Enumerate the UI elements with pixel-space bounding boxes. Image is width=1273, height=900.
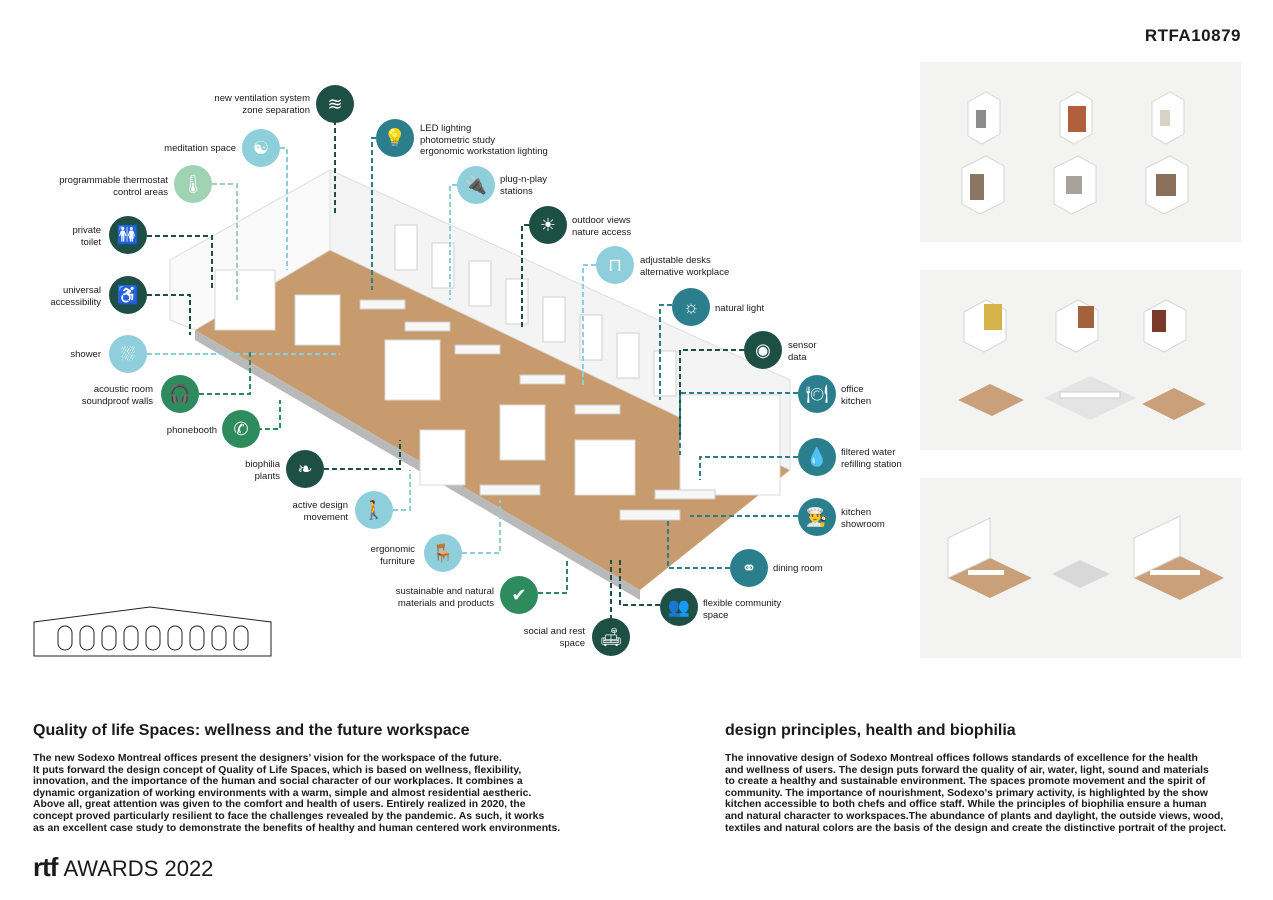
label-biophilia: biophilia plants xyxy=(245,459,280,482)
walking-icon: 🚶 xyxy=(355,491,393,529)
elevation-sketch xyxy=(33,606,272,657)
heart-check-icon: ✔ xyxy=(500,576,538,614)
water-drop-icon: 💧 xyxy=(798,438,836,476)
label-shower: shower xyxy=(70,349,101,360)
leaf-icon: ❧ xyxy=(286,450,324,488)
render-panel-private-rooms xyxy=(920,62,1241,242)
label-thermostat: programmable thermostat control areas xyxy=(59,175,168,198)
landscape-icon: ☀ xyxy=(529,206,567,244)
bulb-icon: 💡 xyxy=(376,119,414,157)
phone-icon: ✆ xyxy=(222,410,260,448)
label-acoustic: acoustic room soundproof walls xyxy=(81,384,153,407)
label-meditation: meditation space xyxy=(164,143,236,154)
label-outdoor: outdoor views nature access xyxy=(572,215,632,238)
logo-mark: rtf xyxy=(33,852,58,882)
label-water: filtered water refilling station xyxy=(841,447,902,470)
thermometer-icon: 🌡 xyxy=(174,165,212,203)
awards-logo: rtf AWARDS 2022 xyxy=(33,852,213,883)
meditation-icon: ☯ xyxy=(242,129,280,167)
shower-icon: ⛆ xyxy=(109,335,147,373)
section-title-left: Quality of life Spaces: wellness and the… xyxy=(33,722,470,739)
render-panel-work-areas xyxy=(920,478,1241,658)
chair-icon: 🪑 xyxy=(424,534,462,572)
section-title-right: design principles, health and biophilia xyxy=(725,722,1016,739)
render-panel-common-rooms xyxy=(920,270,1241,450)
wind-icon: ≋ xyxy=(316,85,354,123)
wheelchair-icon: ♿ xyxy=(109,276,147,314)
isometric-floor-plan xyxy=(33,120,798,657)
section-body-right: The innovative design of Sodexo Montreal… xyxy=(725,753,1227,834)
headphones-icon: 🎧 xyxy=(161,375,199,413)
label-led: LED lighting photometric study ergonomic… xyxy=(420,123,548,157)
label-social: social and rest space xyxy=(523,626,585,649)
chef-icon: 👨‍🍳 xyxy=(798,498,836,536)
label-active: active design movement xyxy=(292,500,348,523)
toilet-icon: 🚻 xyxy=(109,216,147,254)
label-dining: dining room xyxy=(773,563,823,574)
section-body-left: The new Sodexo Montreal offices present … xyxy=(33,753,561,834)
label-sensor: sensor data xyxy=(788,340,817,363)
label-ventilation: new ventilation system zone separation xyxy=(214,93,310,116)
plug-icon: 🔌 xyxy=(457,166,495,204)
label-phonebooth: phonebooth xyxy=(166,425,217,436)
label-light: natural light xyxy=(715,303,765,314)
label-kitchen: office kitchen xyxy=(841,384,872,407)
label-showroom: kitchen showroom xyxy=(841,507,885,530)
label-materials: sustainable and natural materials and pr… xyxy=(395,586,494,609)
logo-text: AWARDS 2022 xyxy=(63,856,214,881)
label-accessibility: universal accessibility xyxy=(50,285,101,308)
label-community: flexible community space xyxy=(703,598,782,621)
people-icon: 👥 xyxy=(660,588,698,626)
label-plug: plug-n-play stations xyxy=(500,174,547,197)
sensor-icon: ◉ xyxy=(744,331,782,369)
sofa-lamp-icon: 🛋 xyxy=(592,618,630,656)
plate-icon: 🍽 xyxy=(798,375,836,413)
dining-icon: ⚭ xyxy=(730,549,768,587)
sun-icon: ☼ xyxy=(672,288,710,326)
label-toilet: private toilet xyxy=(72,225,101,248)
label-ergonomic: ergonomic furniture xyxy=(370,544,415,567)
desk-icon: ⊓ xyxy=(596,246,634,284)
project-code: RTFA10879 xyxy=(1144,26,1241,45)
label-desks: adjustable desks alternative workplace xyxy=(640,255,730,278)
